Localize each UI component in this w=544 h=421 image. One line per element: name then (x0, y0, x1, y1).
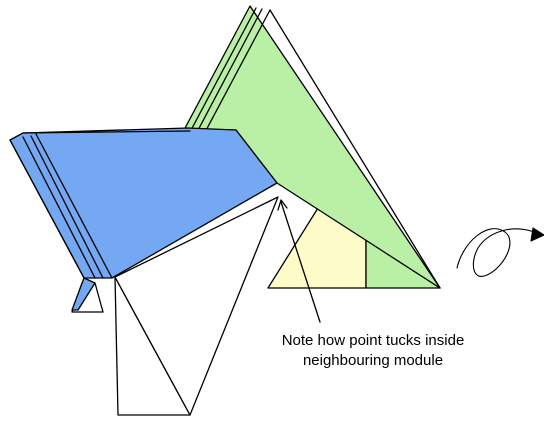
blue-module-fold-line-2 (30, 135, 104, 279)
blue-module (9, 127, 278, 311)
blue-module-fold-line-3 (35, 133, 113, 279)
blue-module-top-fold (22, 130, 191, 134)
green-module-fold-line (189, 7, 257, 133)
pointer-arrow (277, 199, 321, 323)
green-module-fold-line-3 (202, 9, 271, 137)
blue-module-point (71, 277, 96, 311)
green-module-edge (269, 9, 441, 289)
rotate-arrow-icon (456, 227, 544, 277)
white-module-upper-face (114, 196, 279, 416)
caption-line-2: neighbouring module (302, 352, 444, 369)
blue-module-left-edge (9, 139, 85, 279)
green-module-fold-line-2 (195, 8, 263, 135)
caption: Note how point tucks inside neighbouring… (228, 331, 518, 371)
caption-line-1: Note how point tucks inside (281, 332, 465, 349)
blue-module-fold-line (22, 136, 96, 279)
